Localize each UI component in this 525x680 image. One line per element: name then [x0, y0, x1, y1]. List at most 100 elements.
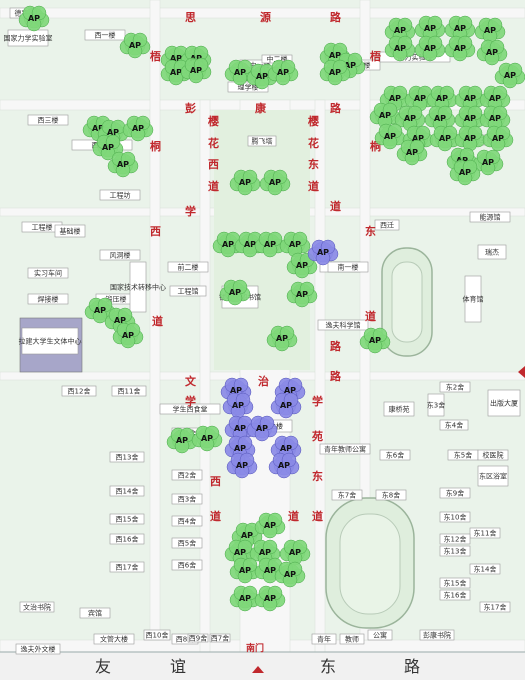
building-b30[interactable]: [464, 275, 482, 323]
ap-marker[interactable]: AP: [266, 325, 298, 352]
building-b54[interactable]: [477, 449, 509, 461]
ap-marker[interactable]: AP: [476, 39, 508, 66]
ap-marker[interactable]: AP: [369, 102, 401, 129]
ap-marker[interactable]: AP: [259, 169, 291, 196]
building-b33[interactable]: [383, 401, 415, 417]
ap-marker[interactable]: AP: [254, 231, 286, 258]
ap-marker[interactable]: AP: [268, 452, 300, 479]
ap-marker[interactable]: AP: [18, 5, 50, 32]
building-b13[interactable]: [99, 189, 141, 201]
building-b21[interactable]: [129, 261, 147, 313]
building-b47[interactable]: [109, 533, 145, 545]
ap-marker[interactable]: AP: [454, 125, 486, 152]
ap-marker[interactable]: AP: [191, 425, 223, 452]
ap-marker[interactable]: AP: [219, 279, 251, 306]
ap-marker[interactable]: AP: [319, 59, 351, 86]
ap-marker[interactable]: AP: [222, 392, 254, 419]
building-b17[interactable]: [99, 249, 141, 261]
building-b22[interactable]: [167, 261, 209, 273]
ap-marker[interactable]: AP: [226, 452, 258, 479]
building-b32[interactable]: [439, 381, 471, 393]
building-b50[interactable]: [171, 559, 203, 571]
ap-marker[interactable]: AP: [229, 169, 261, 196]
building-b16[interactable]: [54, 224, 86, 238]
building-b24[interactable]: [169, 285, 207, 297]
building-b57[interactable]: [375, 489, 407, 501]
building-b67[interactable]: [19, 601, 55, 613]
ap-marker[interactable]: AP: [444, 35, 476, 62]
building-b70[interactable]: [15, 643, 61, 655]
building-b62[interactable]: [439, 545, 471, 557]
ap-marker[interactable]: AP: [122, 115, 154, 142]
ap-marker[interactable]: AP: [254, 585, 286, 612]
ap-marker[interactable]: AP: [229, 557, 261, 584]
ap-marker[interactable]: AP: [404, 85, 436, 112]
building-b46[interactable]: [171, 515, 203, 527]
building-b79[interactable]: [327, 261, 369, 273]
ap-marker[interactable]: AP: [374, 123, 406, 150]
building-b59[interactable]: [439, 511, 471, 523]
building-b10[interactable]: [27, 114, 69, 126]
building-b81[interactable]: [21, 327, 79, 355]
ap-marker[interactable]: AP: [454, 105, 486, 132]
building-b49[interactable]: [109, 561, 145, 573]
ap-marker[interactable]: AP: [166, 427, 198, 454]
ap-marker[interactable]: AP: [274, 561, 306, 588]
building-b73[interactable]: [367, 629, 393, 641]
building-b55[interactable]: [477, 465, 509, 487]
ap-marker[interactable]: AP: [224, 415, 256, 442]
ap-marker[interactable]: AP: [286, 281, 318, 308]
ap-marker[interactable]: AP: [107, 151, 139, 178]
building-b58[interactable]: [439, 487, 471, 499]
building-b60[interactable]: [469, 527, 501, 539]
building-b27[interactable]: [374, 219, 400, 231]
ap-marker[interactable]: AP: [254, 512, 286, 539]
building-b74[interactable]: [339, 633, 365, 645]
building-b31[interactable]: [487, 389, 521, 417]
building-b12[interactable]: [247, 135, 277, 147]
building-b28[interactable]: [469, 211, 511, 223]
building-b63[interactable]: [469, 563, 501, 575]
ap-marker[interactable]: AP: [224, 435, 256, 462]
ap-marker[interactable]: AP: [84, 297, 116, 324]
building-b78[interactable]: [209, 633, 231, 643]
building-b38[interactable]: [159, 403, 221, 415]
ap-marker[interactable]: AP: [307, 239, 339, 266]
building-b83[interactable]: [311, 633, 337, 645]
building-b18[interactable]: [27, 267, 69, 279]
ap-marker[interactable]: AP: [279, 231, 311, 258]
building-b48[interactable]: [171, 537, 203, 549]
ap-marker[interactable]: AP: [112, 322, 144, 349]
ap-marker[interactable]: AP: [474, 17, 506, 44]
building-b45[interactable]: [109, 513, 145, 525]
building-b66[interactable]: [479, 601, 511, 613]
ap-marker[interactable]: AP: [119, 32, 151, 59]
ap-marker[interactable]: AP: [482, 125, 514, 152]
building-b40[interactable]: [109, 451, 145, 463]
building-b26[interactable]: [317, 319, 369, 331]
building-b35[interactable]: [439, 419, 469, 431]
building-b64[interactable]: [439, 577, 471, 589]
building-b56[interactable]: [331, 489, 363, 501]
ap-marker[interactable]: AP: [359, 327, 391, 354]
ap-marker[interactable]: AP: [414, 35, 446, 62]
building-b43[interactable]: [109, 485, 145, 497]
building-b2[interactable]: [7, 29, 49, 47]
building-b75[interactable]: [419, 629, 455, 641]
ap-marker[interactable]: AP: [449, 159, 481, 186]
ap-marker[interactable]: AP: [472, 149, 504, 176]
ap-marker[interactable]: AP: [246, 415, 278, 442]
building-b69[interactable]: [93, 633, 135, 645]
south-gate[interactable]: 南门: [246, 642, 264, 673]
building-b36[interactable]: [61, 385, 97, 397]
building-b37[interactable]: [111, 385, 147, 397]
ap-marker[interactable]: AP: [454, 85, 486, 112]
building-b68[interactable]: [79, 607, 111, 619]
building-b77[interactable]: [187, 633, 209, 643]
ap-marker[interactable]: AP: [286, 252, 318, 279]
building-b52[interactable]: [379, 449, 411, 461]
building-b71[interactable]: [143, 629, 171, 641]
ap-marker[interactable]: AP: [270, 392, 302, 419]
